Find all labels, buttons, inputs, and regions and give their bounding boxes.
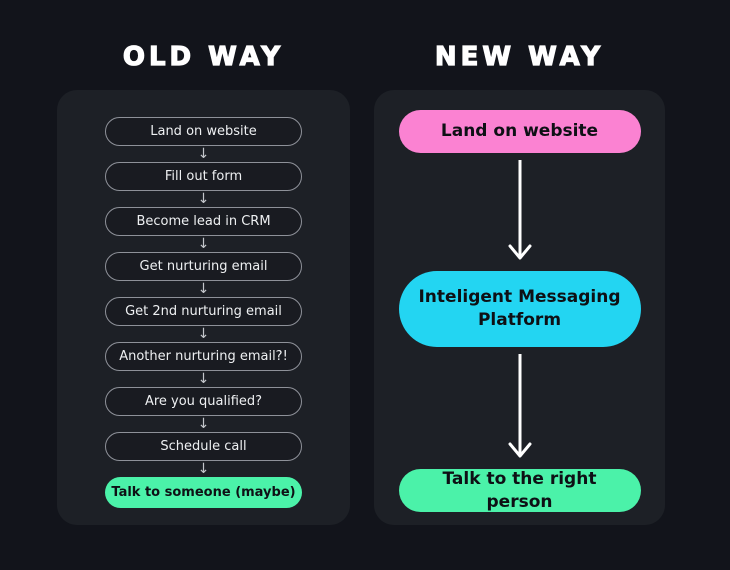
- flow-step-pill: Schedule call: [105, 432, 302, 461]
- old-way-title: OLD WAY: [122, 41, 285, 72]
- down-arrow-icon: ↓: [197, 191, 210, 207]
- flow-step-pill: Talk to someone (maybe): [105, 477, 302, 508]
- flow-step-pill: Land on website: [105, 117, 302, 146]
- down-arrow-icon: ↓: [197, 461, 210, 477]
- long-down-arrow-icon: [507, 160, 533, 264]
- flow-step-pill: Get 2nd nurturing email: [105, 297, 302, 326]
- flow-step-pill: Fill out form: [105, 162, 302, 191]
- flow-step-pill: Another nurturing email?!: [105, 342, 302, 371]
- long-down-arrow-icon: [507, 354, 533, 462]
- old-way-panel: Land on website↓Fill out form↓Become lea…: [57, 90, 350, 525]
- down-arrow-icon: ↓: [197, 281, 210, 297]
- down-arrow-icon: ↓: [197, 146, 210, 162]
- down-arrow-icon: ↓: [197, 371, 210, 387]
- new-way-title: NEW WAY: [434, 41, 605, 72]
- flow-step-pill: Land on website: [398, 110, 641, 153]
- down-arrow-icon: ↓: [197, 236, 210, 252]
- flow-step-pill: Talk to the right person: [398, 469, 641, 512]
- old-way-flow: Land on website↓Fill out form↓Become lea…: [57, 90, 350, 525]
- down-arrow-icon: ↓: [197, 416, 210, 432]
- flow-step-pill: Get nurturing email: [105, 252, 302, 281]
- flow-step-pill: Are you qualified?: [105, 387, 302, 416]
- flow-step-pill: Inteligent Messaging Platform: [398, 271, 641, 347]
- down-arrow-icon: ↓: [197, 326, 210, 342]
- flow-step-pill: Become lead in CRM: [105, 207, 302, 236]
